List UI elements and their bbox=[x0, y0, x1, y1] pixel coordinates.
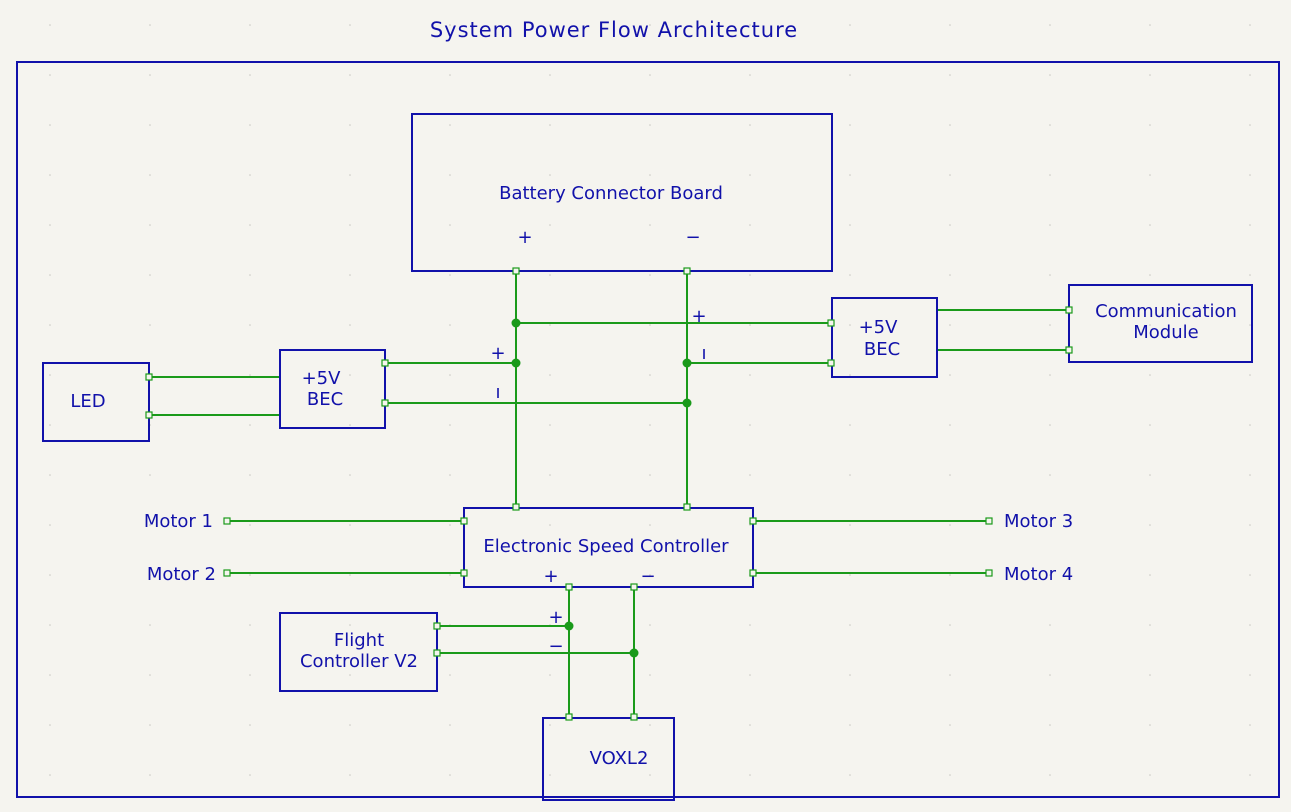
bec-left-line1: +5V bbox=[302, 368, 342, 389]
pin bbox=[433, 622, 441, 630]
pin bbox=[985, 517, 993, 525]
pin bbox=[460, 569, 468, 577]
fc-minus-mark: − bbox=[548, 636, 563, 657]
fc-line1: Flight bbox=[334, 630, 384, 651]
junction-dot bbox=[629, 648, 639, 658]
block-voxl2: VOXL2 bbox=[542, 717, 675, 801]
junction-dot bbox=[682, 398, 692, 408]
pins bbox=[145, 267, 1073, 721]
pin bbox=[565, 583, 573, 591]
motor-4-label: Motor 4 bbox=[1004, 564, 1073, 585]
pin bbox=[683, 503, 691, 511]
pin bbox=[512, 267, 520, 275]
pin bbox=[827, 319, 835, 327]
pin bbox=[433, 649, 441, 657]
bec-left-plus-mark: + bbox=[490, 343, 505, 364]
bec-right-line2: BEC bbox=[864, 339, 900, 360]
battery-label: Battery Connector Board bbox=[499, 183, 723, 204]
block-bec-right: +5V BEC bbox=[831, 297, 938, 378]
bec-left-line2: BEC bbox=[307, 389, 343, 410]
pin bbox=[749, 517, 757, 525]
motor-2-label: Motor 2 bbox=[147, 564, 216, 585]
junction-dot bbox=[511, 358, 521, 368]
pin bbox=[630, 583, 638, 591]
pin bbox=[1065, 346, 1073, 354]
pin bbox=[749, 569, 757, 577]
pin bbox=[460, 517, 468, 525]
comm-line1: Communication bbox=[1095, 301, 1237, 322]
diagram-title: System Power Flow Architecture bbox=[430, 18, 798, 42]
voxl-label: VOXL2 bbox=[590, 748, 649, 769]
pin bbox=[985, 569, 993, 577]
led-label: LED bbox=[70, 391, 105, 412]
block-battery-connector-board: Battery Connector Board + − bbox=[411, 113, 833, 272]
block-communication-module: Communication Module bbox=[1068, 284, 1253, 363]
pin bbox=[381, 359, 389, 367]
junctions bbox=[511, 318, 692, 658]
wires bbox=[149, 271, 1069, 717]
motor-3-label: Motor 3 bbox=[1004, 511, 1073, 532]
esc-label: Electronic Speed Controller bbox=[483, 536, 729, 557]
pin bbox=[1065, 306, 1073, 314]
junction-dot bbox=[511, 318, 521, 328]
pin bbox=[223, 517, 231, 525]
block-flight-controller: Flight Controller V2 bbox=[279, 612, 438, 692]
bec-right-line1: +5V bbox=[859, 317, 899, 338]
battery-plus-symbol: + bbox=[517, 227, 532, 248]
esc-minus-symbol: − bbox=[640, 566, 655, 587]
pin bbox=[145, 411, 153, 419]
pin bbox=[381, 399, 389, 407]
pin bbox=[145, 373, 153, 381]
esc-plus-symbol: + bbox=[543, 566, 558, 587]
block-electronic-speed-controller: Electronic Speed Controller + − bbox=[463, 507, 754, 588]
pin bbox=[223, 569, 231, 577]
motor-1-label: Motor 1 bbox=[144, 511, 213, 532]
comm-line2: Module bbox=[1133, 322, 1198, 343]
pin bbox=[630, 713, 638, 721]
pin bbox=[683, 267, 691, 275]
junction-dot bbox=[682, 358, 692, 368]
block-led: LED bbox=[42, 362, 150, 442]
pin bbox=[512, 503, 520, 511]
bec-right-minus-mark: ı bbox=[701, 343, 706, 364]
fc-line2: Controller V2 bbox=[300, 651, 418, 672]
battery-minus-symbol: − bbox=[685, 227, 700, 248]
bec-left-minus-mark: ı bbox=[495, 382, 500, 403]
block-bec-left: +5V BEC bbox=[279, 349, 386, 429]
fc-plus-mark: + bbox=[548, 607, 563, 628]
pin bbox=[565, 713, 573, 721]
outer-frame bbox=[16, 61, 1280, 798]
pin bbox=[827, 359, 835, 367]
bec-right-plus-mark: + bbox=[691, 306, 706, 327]
junction-dot bbox=[564, 621, 574, 631]
